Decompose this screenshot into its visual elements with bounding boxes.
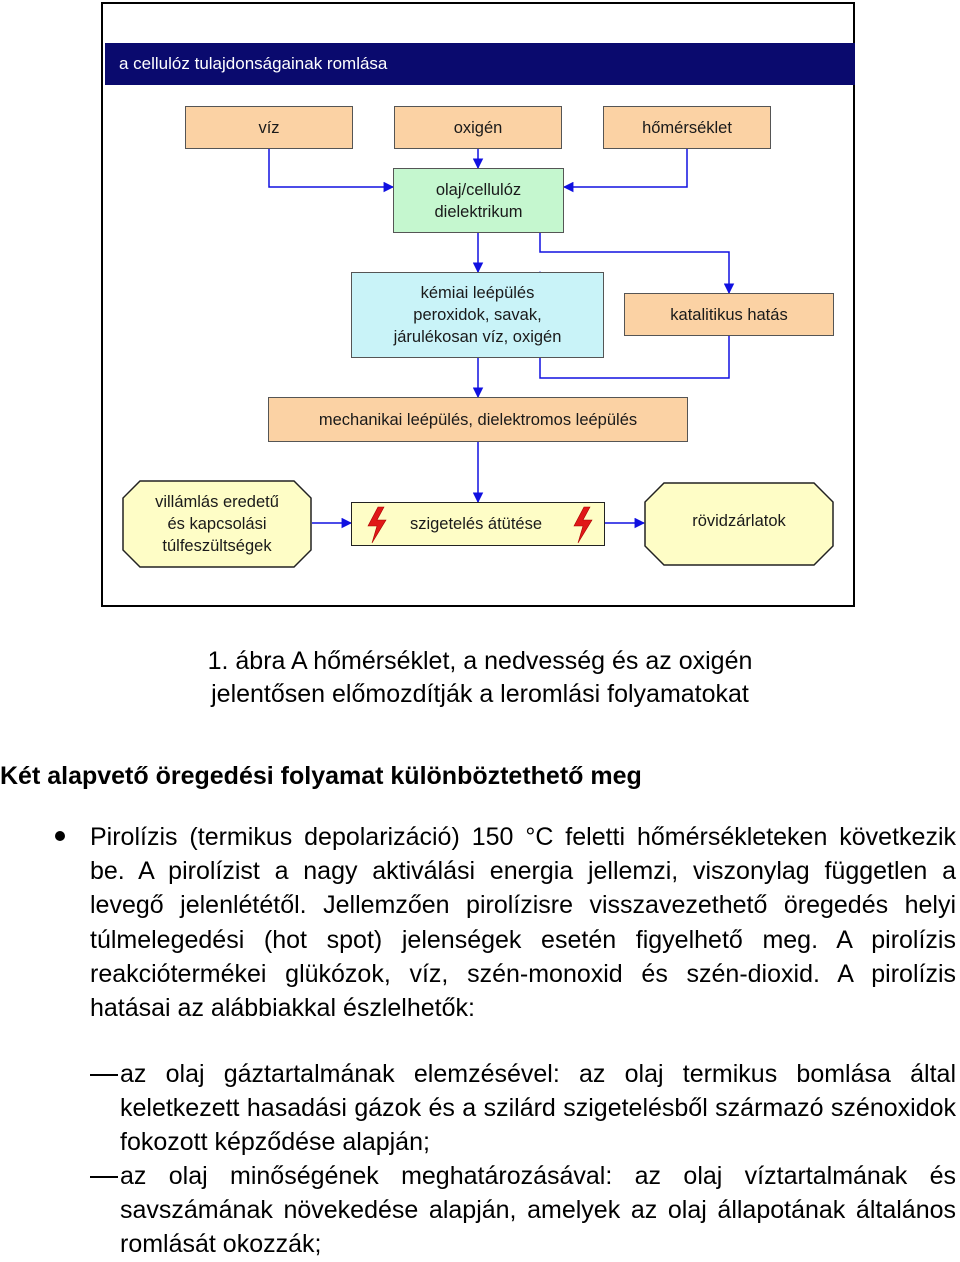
lightning-icon (573, 506, 593, 544)
dash-icon (90, 1176, 118, 1178)
bullet-paragraph: Pirolízis (termikus depolarizáció) 150 °… (90, 823, 956, 1023)
bullet-icon (55, 831, 65, 841)
lightning-icon (367, 506, 387, 544)
section-heading: Két alapvető öregedési folyamat különböz… (0, 762, 642, 790)
node-homerseklet: hőmérséklet (603, 106, 771, 149)
node-oxigen: oxigén (394, 106, 562, 149)
node-villamlas-shape (122, 480, 312, 568)
node-kemiai: kémiai leépülés peroxidok, savak, járulé… (351, 272, 604, 358)
node-rovidzarlatok: rövidzárlatok (692, 512, 786, 530)
node-szigeteles: szigetelés átütése (351, 502, 605, 546)
diagram-header: a cellulóz tulajdonságainak romlása (105, 43, 855, 85)
node-katalitikus: katalitikus hatás (624, 293, 834, 336)
node-rovidzarlatok-shape (644, 482, 834, 566)
dash-item-1: az olaj gáztartalmának elemzésével: az o… (120, 1060, 956, 1157)
node-villamlas: villámlás eredetű és kapcsolási túlfeszü… (155, 493, 279, 555)
figure-caption: 1. ábra A hőmérséklet, a nedvesség és az… (0, 645, 960, 711)
caption-line-2: jelentősen előmozdítják a leromlási foly… (211, 680, 749, 708)
node-dielektrikum: olaj/cellulóz dielektrikum (393, 168, 564, 233)
dash-icon (90, 1074, 118, 1076)
node-viz: víz (185, 106, 353, 149)
dash-item-2: az olaj minőségének meghatározásával: az… (120, 1162, 956, 1259)
node-szigeteles-label: szigetelés átütése (409, 515, 543, 533)
caption-line-1: 1. ábra A hőmérséklet, a nedvesség és az… (207, 647, 753, 675)
node-mechanikai: mechanikai leépülés, dielektromos leépül… (268, 397, 688, 442)
